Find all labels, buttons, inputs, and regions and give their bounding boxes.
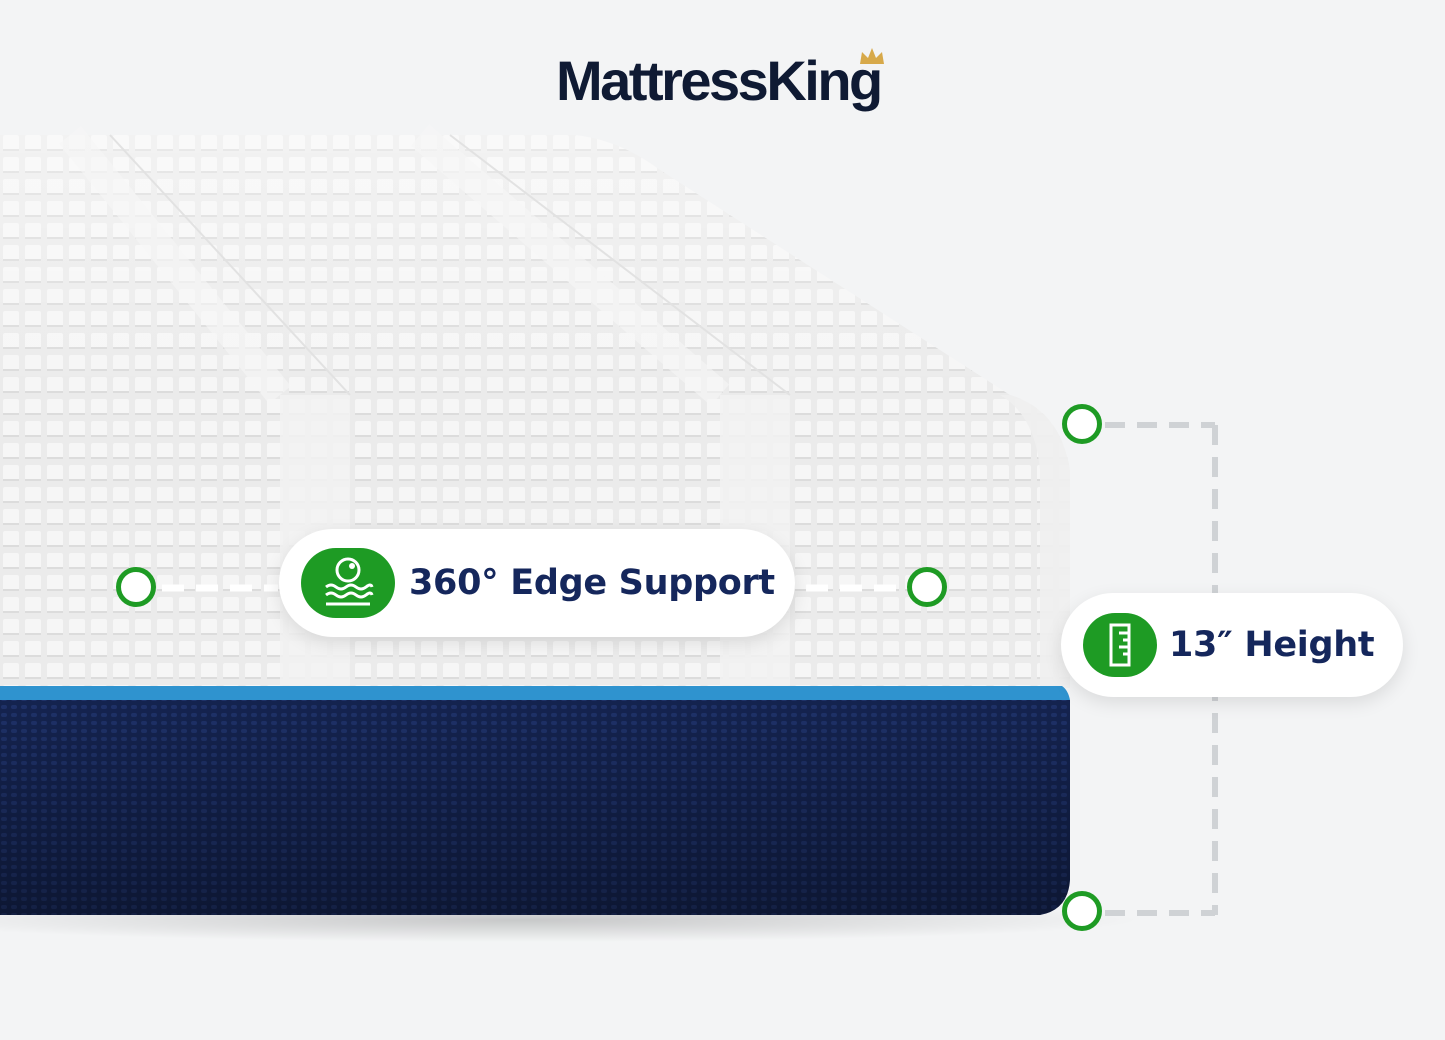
edge-marker-right	[907, 567, 947, 607]
height-marker-top	[1062, 404, 1102, 444]
edge-support-badge	[301, 548, 395, 618]
crown-icon	[860, 48, 884, 64]
edge-marker-left	[116, 567, 156, 607]
edge-support-label: 360° Edge Support	[409, 563, 775, 603]
edge-support-callout: 360° Edge Support	[279, 529, 795, 637]
height-callout: 13″ Height	[1061, 593, 1403, 697]
brand-logo: MattressKing	[556, 49, 883, 112]
height-marker-bottom	[1062, 891, 1102, 931]
height-badge	[1083, 613, 1157, 677]
edge-support-icon	[325, 557, 374, 606]
ruler-icon	[1109, 623, 1131, 667]
height-label: 13″ Height	[1169, 625, 1375, 665]
